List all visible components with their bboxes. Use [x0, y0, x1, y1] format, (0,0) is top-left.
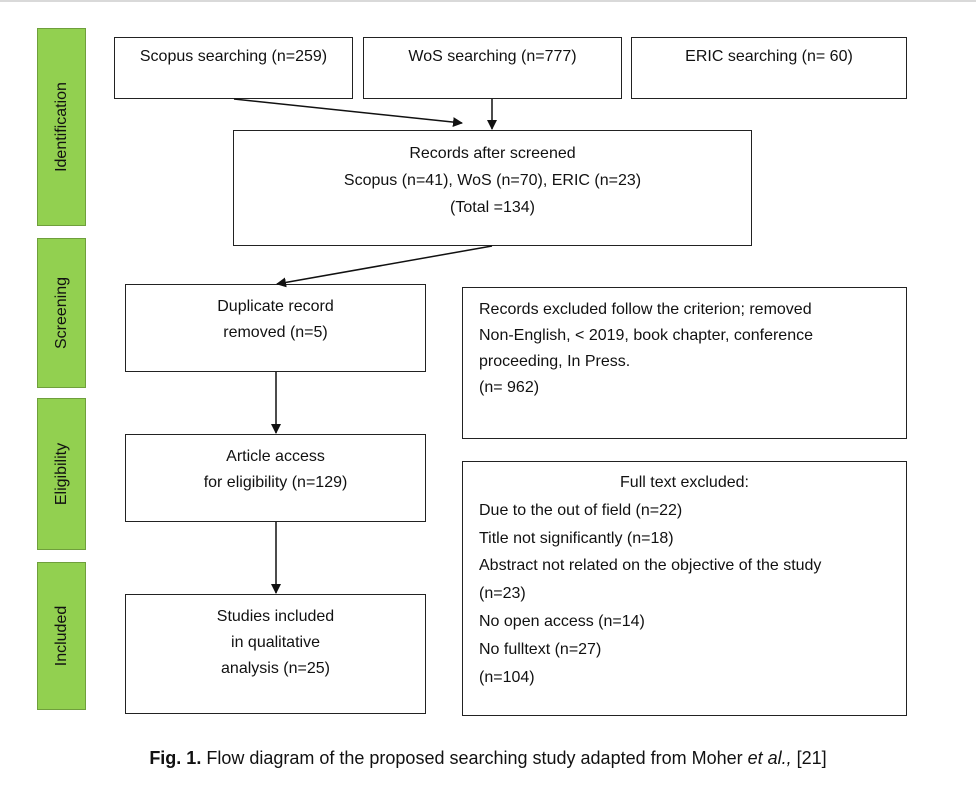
fulltext-title: Full text excluded: — [620, 474, 749, 491]
caption-ref: [21] — [791, 748, 827, 768]
arrow-screened-to-duplicate — [276, 245, 493, 288]
eligibility-box: Article access for eligibility (n=129) — [125, 434, 426, 522]
screened-line1: Records after screened — [409, 145, 576, 162]
wos-label: WoS searching (n=777) — [408, 48, 577, 65]
included-line1: Studies included — [216, 608, 335, 625]
excluded-line1: Records excluded follow the criterion; r… — [479, 301, 812, 318]
eric-label: ERIC searching (n= 60) — [685, 48, 853, 65]
included-line2: in qualitative — [231, 634, 320, 651]
arrow-scopus-to-screened — [233, 98, 463, 128]
fulltext-item: (n=104) — [479, 668, 535, 686]
caption-text: Flow diagram of the proposed searching s… — [201, 748, 748, 768]
caption-label: Fig. 1. — [149, 748, 202, 768]
eligibility-line2: for eligibility (n=129) — [203, 474, 348, 491]
fulltext-item: Abstract not related on the objective of… — [479, 557, 822, 575]
figure-caption: Fig. 1. Flow diagram of the proposed sea… — [0, 748, 976, 769]
screened-box: Records after screened Scopus (n=41), Wo… — [233, 130, 752, 246]
stage-screening: Screening — [37, 238, 86, 388]
included-box: Studies included in qualitative analysis… — [125, 594, 426, 714]
fulltext-item: No open access (n=14) — [479, 612, 645, 630]
screened-line2: Scopus (n=41), WoS (n=70), ERIC (n=23) — [343, 172, 642, 189]
eligibility-line1: Article access — [226, 448, 325, 465]
fulltext-item: (n=23) — [479, 585, 526, 603]
duplicate-box: Duplicate record removed (n=5) — [125, 284, 426, 372]
screened-line3: (Total =134) — [450, 199, 535, 216]
duplicate-line2: removed (n=5) — [223, 324, 328, 341]
wos-box: WoS searching (n=777) — [363, 37, 622, 99]
top-divider — [0, 0, 976, 2]
fulltext-box: Full text excluded: Due to the out of fi… — [462, 461, 907, 716]
excluded-line3: proceeding, In Press. — [479, 353, 631, 370]
excluded-line2: Non-English, < 2019, book chapter, confe… — [479, 327, 813, 344]
stage-eligibility: Eligibility — [37, 398, 86, 550]
stage-identification: Identification — [37, 28, 86, 226]
excluded-line4: (n= 962) — [479, 379, 540, 396]
stage-included: Included — [37, 562, 86, 710]
fulltext-item: No fulltext (n=27) — [479, 640, 602, 658]
scopus-label: Scopus searching (n=259) — [139, 48, 328, 65]
included-line3: analysis (n=25) — [221, 660, 330, 677]
excluded-box: Records excluded follow the criterion; r… — [462, 287, 907, 439]
scopus-box: Scopus searching (n=259) — [114, 37, 353, 99]
duplicate-line1: Duplicate record — [217, 298, 334, 315]
fulltext-item: Title not significantly (n=18) — [479, 529, 674, 547]
fulltext-item: Due to the out of field (n=22) — [479, 501, 683, 519]
eric-box: ERIC searching (n= 60) — [631, 37, 907, 99]
caption-etal: et al., — [747, 748, 792, 768]
